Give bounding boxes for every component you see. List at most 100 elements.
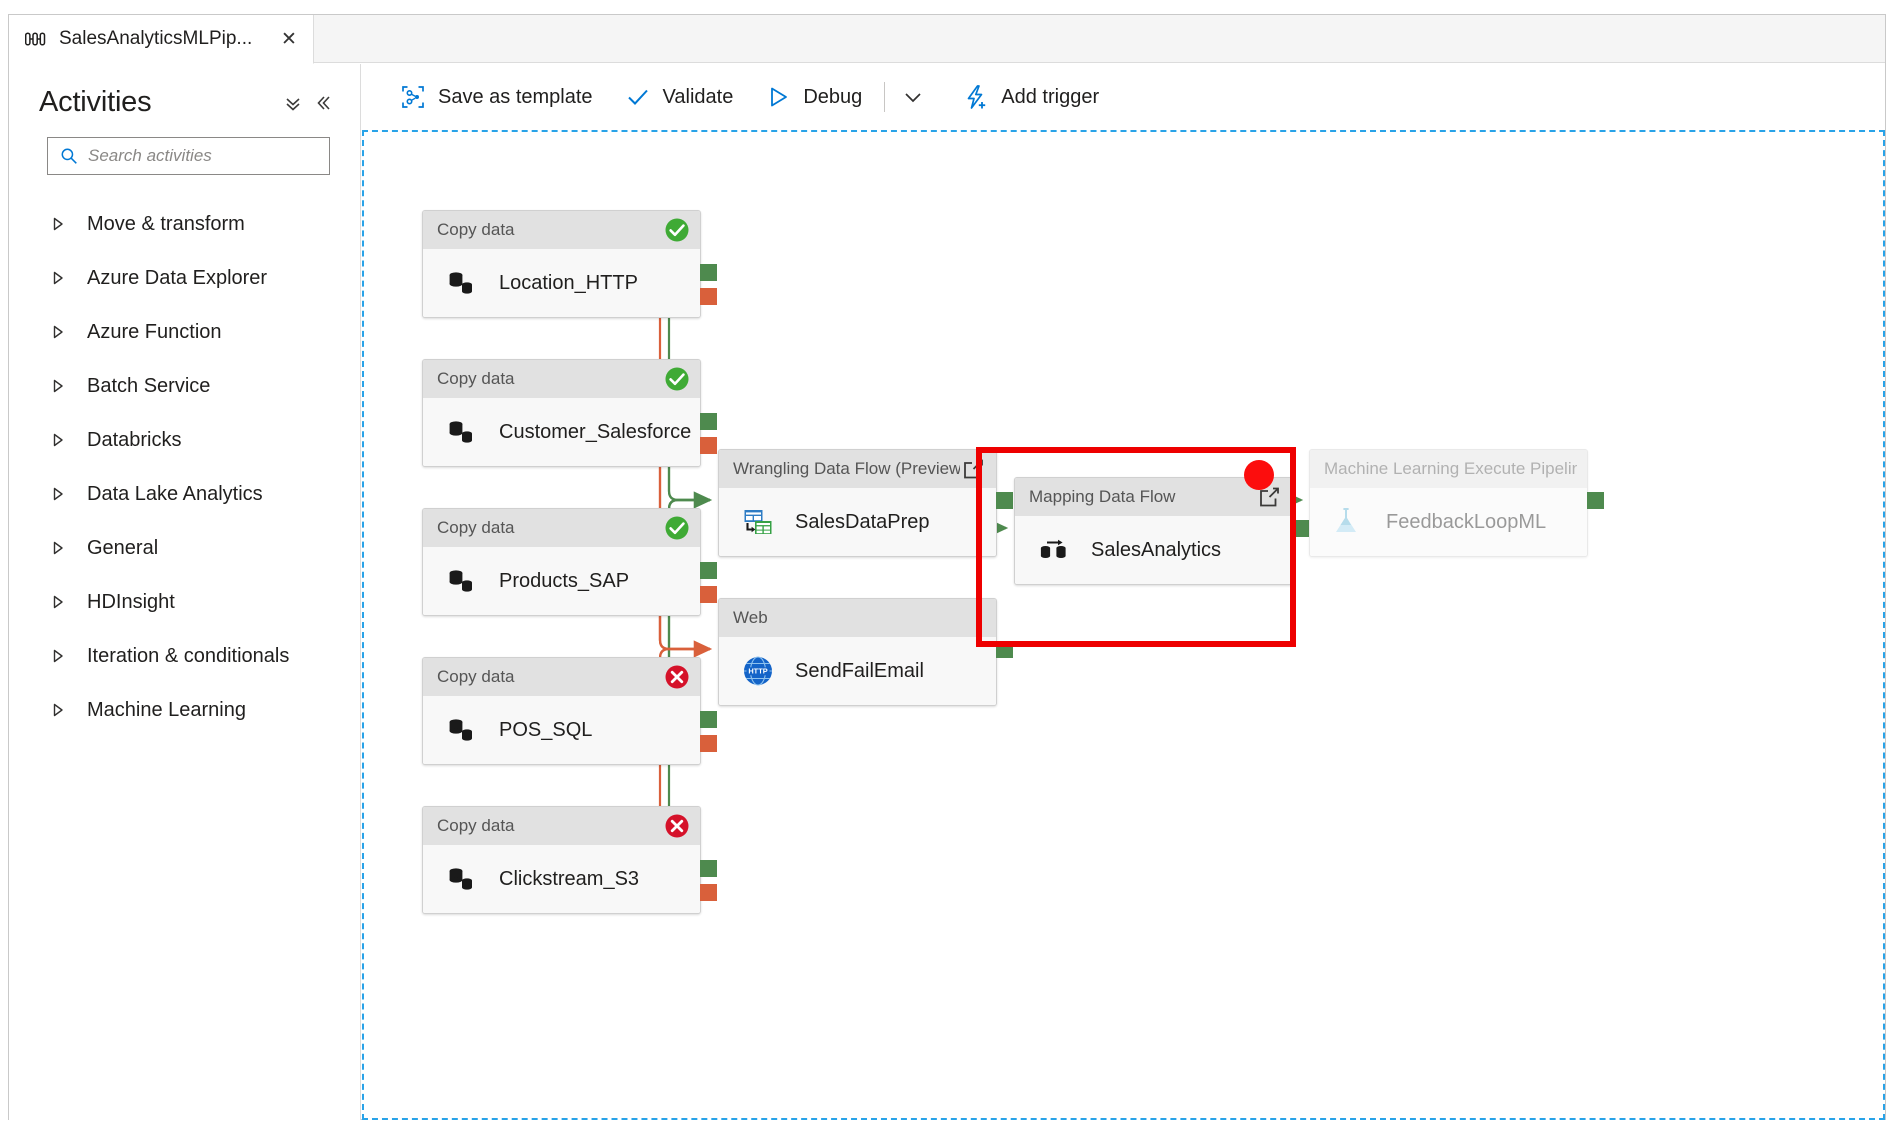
node-body: Customer_Salesforce xyxy=(423,398,700,466)
node-body: HTTP SendFailEmail xyxy=(719,637,996,705)
wrangling-table-icon xyxy=(741,505,775,539)
external-link-icon[interactable] xyxy=(960,456,986,482)
chevron-down-icon xyxy=(900,84,926,110)
node-type-label: Copy data xyxy=(437,667,515,686)
node-body: POS_SQL xyxy=(423,696,700,764)
sidebar-item-iteration-conditionals[interactable]: Iteration & conditionals xyxy=(9,629,360,683)
chevron-right-icon xyxy=(51,216,65,232)
database-copy-icon xyxy=(445,713,479,747)
node-type-label: Copy data xyxy=(437,369,515,388)
lightning-plus-icon xyxy=(963,84,989,110)
debug-options-dropdown[interactable] xyxy=(891,74,935,120)
output-port-failure[interactable] xyxy=(700,884,717,901)
search-input[interactable] xyxy=(86,138,329,174)
chevron-double-down-icon[interactable] xyxy=(278,88,308,118)
sidebar-item-label: Machine Learning xyxy=(87,698,246,721)
pipeline-tab[interactable]: SalesAnalyticsMLPip... ✕ xyxy=(9,15,314,64)
node-type-label: Machine Learning Execute Pipeline xyxy=(1324,459,1577,478)
output-port-failure[interactable] xyxy=(700,288,717,305)
error-circle-icon xyxy=(664,664,690,690)
node-name-label: POS_SQL xyxy=(499,718,593,741)
template-icon xyxy=(400,84,426,110)
page-title: Activities xyxy=(39,86,152,118)
output-port-success[interactable] xyxy=(700,711,717,728)
node-header: Web xyxy=(719,599,996,637)
debug-label: Debug xyxy=(803,85,863,108)
chevron-right-icon xyxy=(51,594,65,610)
close-icon[interactable]: ✕ xyxy=(281,28,297,50)
sidebar-item-machine-learning[interactable]: Machine Learning xyxy=(9,683,360,737)
external-link-icon[interactable] xyxy=(1256,484,1282,510)
node-body: Clickstream_S3 xyxy=(423,845,700,913)
http-globe-icon: HTTP xyxy=(741,654,775,688)
sidebar-item-move-transform[interactable]: Move & transform xyxy=(9,197,360,251)
node-header: Copy data xyxy=(423,658,700,696)
tab-title: SalesAnalyticsMLPip... xyxy=(59,28,253,49)
node-name-label: SendFailEmail xyxy=(795,659,924,682)
output-port-failure[interactable] xyxy=(700,437,717,454)
node-body: SalesAnalytics xyxy=(1015,516,1292,584)
output-port-success[interactable] xyxy=(996,641,1013,658)
add-trigger-label: Add trigger xyxy=(1001,85,1100,108)
save-as-template-label: Save as template xyxy=(438,85,593,108)
chevron-right-icon xyxy=(51,648,65,664)
output-port-success[interactable] xyxy=(1292,520,1309,537)
database-copy-icon xyxy=(445,862,479,896)
node-body: Location_HTTP xyxy=(423,249,700,317)
node-header: Wrangling Data Flow (Preview) xyxy=(719,450,996,488)
error-circle-icon xyxy=(664,813,690,839)
svg-text:HTTP: HTTP xyxy=(748,667,767,676)
output-port-success[interactable] xyxy=(1587,492,1604,509)
search-box[interactable] xyxy=(47,137,330,175)
chevron-right-icon xyxy=(51,378,65,394)
sidebar-item-batch-service[interactable]: Batch Service xyxy=(9,359,360,413)
sidebar-item-azure-data-explorer[interactable]: Azure Data Explorer xyxy=(9,251,360,305)
output-port-failure[interactable] xyxy=(700,735,717,752)
play-triangle-icon xyxy=(765,84,791,110)
toolbar-divider xyxy=(884,82,886,112)
output-port-success[interactable] xyxy=(700,860,717,877)
debug-button[interactable]: Debug xyxy=(749,74,878,120)
sidebar-item-azure-function[interactable]: Azure Function xyxy=(9,305,360,359)
node-type-label: Mapping Data Flow xyxy=(1029,487,1176,506)
output-port-failure[interactable] xyxy=(700,586,717,603)
output-port-success[interactable] xyxy=(700,413,717,430)
node-name-label: Customer_Salesforce xyxy=(499,420,692,443)
node-name-label: Location_HTTP xyxy=(499,271,638,294)
node-header: Copy data xyxy=(423,509,700,547)
node-header: Copy data xyxy=(423,211,700,249)
sidebar-item-databricks[interactable]: Databricks xyxy=(9,413,360,467)
sidebar-item-hdinsight[interactable]: HDInsight xyxy=(9,575,360,629)
node-name-label: SalesAnalytics xyxy=(1091,538,1222,561)
output-port-success[interactable] xyxy=(700,264,717,281)
chevron-double-left-icon[interactable] xyxy=(308,88,338,118)
output-port-success[interactable] xyxy=(996,492,1013,509)
node-body: SalesDataPrep xyxy=(719,488,996,556)
validate-label: Validate xyxy=(662,85,734,108)
output-port-success[interactable] xyxy=(700,562,717,579)
add-trigger-button[interactable]: Add trigger xyxy=(947,74,1115,120)
node-header: Machine Learning Execute Pipeline xyxy=(1310,450,1587,488)
database-copy-icon xyxy=(445,564,479,598)
activity-node-salesdataprep[interactable]: Wrangling Data Flow (Preview) SalesDataPr… xyxy=(718,449,997,557)
ml-flask-icon xyxy=(1332,505,1366,539)
sidebar-item-data-lake-analytics[interactable]: Data Lake Analytics xyxy=(9,467,360,521)
node-name-label: SalesDataPrep xyxy=(795,510,930,533)
save-as-template-button[interactable]: Save as template xyxy=(384,74,609,120)
node-header: Mapping Data Flow xyxy=(1015,478,1292,516)
sidebar-item-general[interactable]: General xyxy=(9,521,360,575)
node-name-label: FeedbackLoopML xyxy=(1386,510,1547,533)
validate-button[interactable]: Validate xyxy=(609,74,750,120)
node-type-label: Copy data xyxy=(437,518,515,537)
